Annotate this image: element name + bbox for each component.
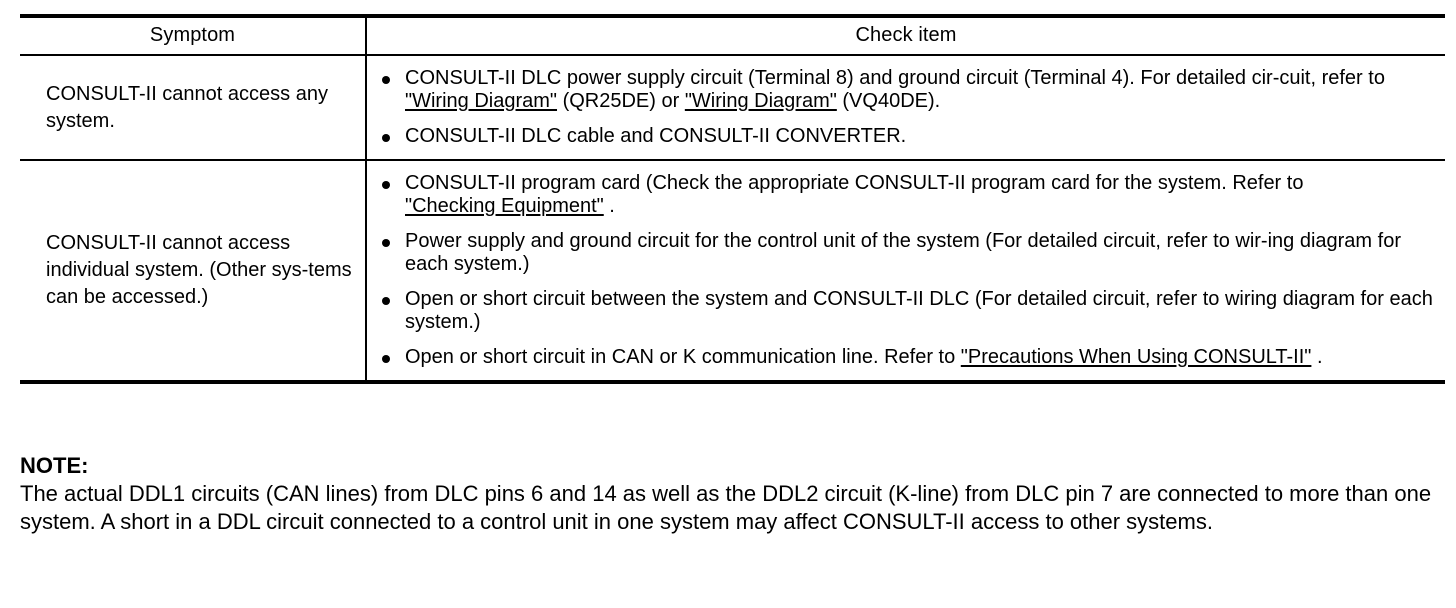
check-item: CONSULT-II program card (Check the appro… xyxy=(381,172,1437,218)
check-item-list: CONSULT-II program card (Check the appro… xyxy=(381,172,1437,369)
symptom-cell: CONSULT-II cannot access any system. xyxy=(20,55,367,161)
table-row: CONSULT-II cannot access individual syst… xyxy=(20,160,1445,384)
table-row: CONSULT-II cannot access any system. CONS… xyxy=(20,55,1445,161)
check-item-text: Power supply and ground circuit for the … xyxy=(405,230,1401,275)
check-item-text: Open or short circuit in CAN or K commun… xyxy=(405,346,961,368)
check-item-text: Open or short circuit between the system… xyxy=(405,288,1433,333)
diagnosis-table-wrapper: Symptom Check item CONSULT-II cannot acc… xyxy=(20,14,1445,384)
check-item: CONSULT-II DLC power supply circuit (Ter… xyxy=(381,67,1437,113)
check-item-list: CONSULT-II DLC power supply circuit (Ter… xyxy=(381,67,1437,148)
column-header-symptom: Symptom xyxy=(20,14,367,56)
note-title: NOTE: xyxy=(20,453,89,478)
reference-link[interactable]: "Wiring Diagram" xyxy=(405,90,558,112)
note-body: The actual DDL1 circuits (CAN lines) fro… xyxy=(20,481,1432,534)
check-item-cell: CONSULT-II DLC power supply circuit (Ter… xyxy=(366,55,1445,161)
check-item-cell: CONSULT-II program card (Check the appro… xyxy=(366,160,1445,384)
bullet-icon xyxy=(382,355,390,363)
table-body: CONSULT-II cannot access any system.CONS… xyxy=(20,55,1445,384)
check-item-text: CONSULT-II program card (Check the appro… xyxy=(405,172,1304,194)
check-item: CONSULT-II DLC cable and CONSULT-II CONV… xyxy=(381,125,1437,148)
check-item-text: . xyxy=(603,195,615,217)
note-block: NOTE: The actual DDL1 circuits (CAN line… xyxy=(20,452,1440,536)
reference-link[interactable]: "Precautions When Using CONSULT-II" xyxy=(960,346,1312,368)
check-item: Open or short circuit in CAN or K commun… xyxy=(381,346,1437,369)
bullet-icon xyxy=(382,181,390,189)
symptom-cell: CONSULT-II cannot access individual syst… xyxy=(20,160,367,384)
check-item-text: (QR25DE) or xyxy=(557,90,685,112)
table-header-row: Symptom Check item xyxy=(20,14,1445,56)
check-item: Power supply and ground circuit for the … xyxy=(381,230,1437,276)
check-item-text: CONSULT-II DLC power supply circuit (Ter… xyxy=(405,67,1385,89)
check-item: Open or short circuit between the system… xyxy=(381,288,1437,334)
check-item-text: (VQ40DE). xyxy=(836,90,941,112)
diagnosis-table: Symptom Check item CONSULT-II cannot acc… xyxy=(20,14,1445,384)
check-item-text: CONSULT-II DLC cable and CONSULT-II CONV… xyxy=(405,125,907,147)
bullet-icon xyxy=(382,239,390,247)
bullet-icon xyxy=(382,134,390,142)
reference-link[interactable]: "Wiring Diagram" xyxy=(684,90,837,112)
bullet-icon xyxy=(382,297,390,305)
check-item-text: . xyxy=(1311,346,1323,368)
reference-link[interactable]: "Checking Equipment" xyxy=(405,195,604,217)
table-header: Symptom Check item xyxy=(20,14,1445,56)
bullet-icon xyxy=(382,76,390,84)
column-header-check-item: Check item xyxy=(366,14,1445,56)
